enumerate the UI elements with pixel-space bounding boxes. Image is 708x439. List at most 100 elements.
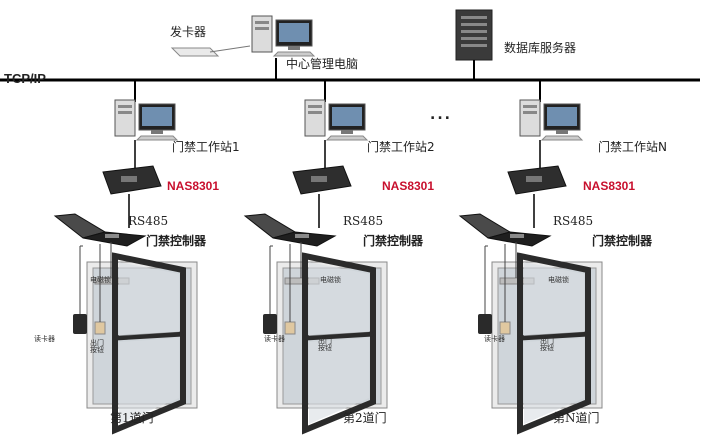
workstation-icon-2 <box>304 99 369 141</box>
reader-body <box>73 314 87 334</box>
door-glass-top <box>309 262 369 336</box>
controller-terminal <box>510 234 524 238</box>
pc-keyboard <box>135 135 179 141</box>
door-glass-bottom <box>119 338 179 424</box>
card-issuer-cable <box>209 45 251 53</box>
workstation-label-n: 门禁工作站N <box>598 140 667 154</box>
controller-device-1 <box>53 213 147 247</box>
door-label-1: 第1道门 <box>110 411 154 425</box>
reader-body <box>263 314 277 334</box>
card-issuer-body <box>170 47 220 57</box>
pc-screen <box>332 107 362 126</box>
door-leaf-rail <box>519 331 589 341</box>
door-leaf-frame <box>112 252 186 435</box>
server-slot <box>461 23 487 26</box>
reader-label-1: 读卡器 <box>34 335 55 343</box>
ellipsis-label: ... <box>430 107 452 123</box>
controller-base <box>487 231 552 247</box>
pc-drive <box>308 105 322 108</box>
door-leaf-1 <box>112 252 186 435</box>
pc-keyboard <box>272 51 316 57</box>
pc-keyboard <box>325 135 369 141</box>
controller-terminal <box>105 234 119 238</box>
door-glass-bottom <box>524 338 584 424</box>
workstation-icon-1 <box>114 99 179 141</box>
pc-tower <box>114 99 136 137</box>
controller-label-1: 门禁控制器 <box>146 234 207 248</box>
pc-drive <box>118 105 132 108</box>
converter-label-2: NAS8301 <box>382 179 435 193</box>
pc-tower <box>519 99 541 137</box>
controller-label-n: 门禁控制器 <box>592 234 653 248</box>
server-slot <box>461 30 487 33</box>
converter-device-1 <box>102 165 162 195</box>
exit-button-label-1: 出门按钮 <box>90 339 104 354</box>
server-slot <box>461 44 487 47</box>
db-server-icon <box>455 9 493 80</box>
pc-drive <box>523 111 537 114</box>
pc-stand <box>556 130 568 134</box>
lock-label-2: 电磁锁 <box>320 276 341 284</box>
lock-label-1: 电磁锁 <box>90 276 111 284</box>
exit-button-body <box>94 321 106 335</box>
reader-label-n: 读卡器 <box>484 335 505 343</box>
door-glass-top <box>119 262 179 336</box>
db-server-label: 数据库服务器 <box>504 41 577 55</box>
center-pc-icon <box>251 15 316 57</box>
pc-drive <box>308 111 322 114</box>
controller-label-2: 门禁控制器 <box>363 234 424 248</box>
door-leaf-n <box>517 252 591 435</box>
pc-screen <box>279 23 309 42</box>
exit-button-2 <box>284 244 296 335</box>
card-reader-n <box>478 245 492 334</box>
lock-label-n: 电磁锁 <box>548 276 569 284</box>
converter-device-n <box>507 165 567 195</box>
converter-label-n: NAS8301 <box>583 179 636 193</box>
pc-drive <box>523 105 537 108</box>
controller-device-2 <box>243 213 337 247</box>
rs485-label-2: RS485 <box>343 214 384 228</box>
converter-port <box>121 176 137 182</box>
card-issuer-device <box>170 45 251 57</box>
converter-device-2 <box>292 165 352 195</box>
controller-base <box>272 231 337 247</box>
door-leaf-2 <box>302 252 376 435</box>
door-leaf-rail <box>304 331 374 341</box>
workstation-label-1: 门禁工作站1 <box>172 140 240 154</box>
door-label-2: 第2道门 <box>343 411 387 425</box>
center-pc-label: 中心管理电脑 <box>286 57 359 71</box>
controller-terminal <box>295 234 309 238</box>
rs485-label-n: RS485 <box>553 214 594 228</box>
door-glass-bottom <box>309 338 369 424</box>
server-slot <box>461 16 487 19</box>
controller-device-n <box>458 213 552 247</box>
door-leaf-frame <box>302 252 376 435</box>
pc-stand <box>341 130 353 134</box>
rs485-label-1: RS485 <box>128 214 169 228</box>
card-issuer-label: 发卡器 <box>170 25 207 39</box>
door-label-n: 第N道门 <box>553 411 600 425</box>
door-leaf-frame <box>517 252 591 435</box>
workstation-label-2: 门禁工作站2 <box>367 140 435 154</box>
pc-tower <box>251 15 273 53</box>
card-reader-2 <box>263 245 277 334</box>
card-reader-1 <box>73 245 87 334</box>
converter-label-1: NAS8301 <box>167 179 220 193</box>
pc-stand <box>288 46 300 50</box>
pc-drive <box>118 111 132 114</box>
pc-tower <box>304 99 326 137</box>
pc-keyboard <box>540 135 584 141</box>
network-label: TCP/IP <box>4 71 46 86</box>
workstation-icon-n <box>519 99 584 141</box>
exit-button-n <box>499 244 511 335</box>
exit-button-label-n: 出门按钮 <box>540 337 554 352</box>
door-glass-top <box>524 262 584 336</box>
exit-button-body <box>499 321 511 335</box>
exit-button-1 <box>94 244 106 335</box>
door-leaf-rail <box>114 331 184 341</box>
exit-button-label-2: 出门按钮 <box>318 337 332 352</box>
converter-port <box>311 176 327 182</box>
server-slot <box>461 37 487 40</box>
